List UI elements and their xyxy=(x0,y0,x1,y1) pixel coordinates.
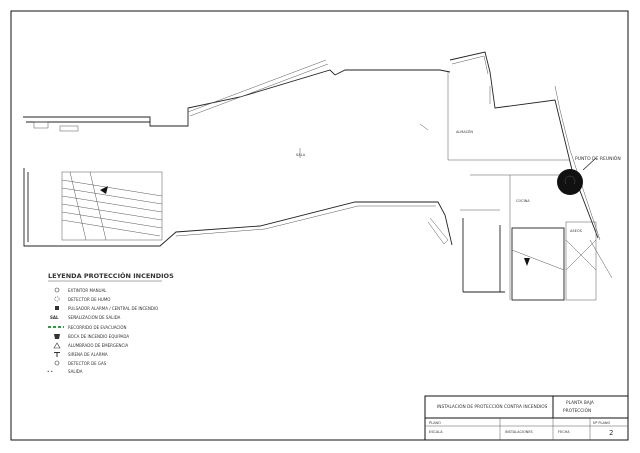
legend-item: BOCA DE INCENDIO EQUIPADA xyxy=(54,334,129,339)
label-escala: ESCALA xyxy=(429,430,443,434)
legend-item: DETECTOR DE HUMO xyxy=(54,296,110,302)
exit-arrow-icon xyxy=(100,186,108,194)
legend-label: SIRENA DE ALARMA xyxy=(68,352,108,357)
legend-label: SALIDA xyxy=(68,369,83,374)
legend-label: PULSADOR ALARMA / CENTRAL DE INCENDIO xyxy=(68,306,158,311)
siren-icon xyxy=(54,352,60,357)
gas-detector-icon xyxy=(54,360,60,366)
room-label-almacen: ALMACÉN xyxy=(456,129,473,134)
hydrant-icon xyxy=(54,334,60,339)
legend-label: SEÑALIZACIÓN DE SALIDA xyxy=(68,315,121,320)
legend-item: ALUMBRADO DE EMERGENCIA xyxy=(53,342,128,349)
legend-label: BOCA DE INCENDIO EQUIPADA xyxy=(68,334,129,339)
legend-item: DETECTOR DE GAS xyxy=(54,360,107,366)
label-num-plano: Nº PLANO xyxy=(593,421,611,425)
meeting-point-marker xyxy=(557,169,583,195)
plan-name: PLANTA BAJA xyxy=(566,400,594,406)
legend-label: DETECTOR DE HUMO xyxy=(68,297,110,302)
legend-item: RECORRIDO DE EVACUACIÓN xyxy=(48,325,127,330)
legend-label: RECORRIDO DE EVACUACIÓN xyxy=(68,325,127,330)
cell-instalaciones: INSTALACIONES xyxy=(505,430,534,434)
legend: LEYENDA PROTECCIÓN INCENDIOS EXTINTOR MA… xyxy=(47,271,174,374)
title-block: INSTALACIÓN DE PROTECCIÓN CONTRA INCENDI… xyxy=(424,395,629,441)
exit-sign-icon: SAL xyxy=(50,315,59,320)
project-title: INSTALACIÓN DE PROTECCIÓN CONTRA INCENDI… xyxy=(437,403,548,410)
meeting-point-callout: PUNTO DE REUNIÓN xyxy=(575,155,621,162)
label-plano: PLANO xyxy=(429,421,441,425)
legend-label: ALUMBRADO DE EMERGENCIA xyxy=(68,343,128,348)
cell-fecha: FECHA xyxy=(558,430,570,434)
sheet-frame xyxy=(10,10,629,441)
evacuation-arrow-icon xyxy=(524,258,530,266)
extinguisher-icon xyxy=(54,287,60,293)
sheet-number: 2 xyxy=(609,429,613,437)
legend-item: SIRENA DE ALARMA xyxy=(54,352,108,357)
legend-label: DETECTOR DE GAS xyxy=(68,361,107,366)
plan-subtitle: PROTECCIÓN xyxy=(563,407,591,414)
room-label-aseos: ASEOS xyxy=(570,229,583,233)
detector-icon xyxy=(54,296,60,302)
legend-item: SAL SEÑALIZACIÓN DE SALIDA xyxy=(50,315,121,320)
push-button-icon xyxy=(55,306,59,310)
stair-hatch xyxy=(61,171,163,241)
legend-item: PULSADOR ALARMA / CENTRAL DE INCENDIO xyxy=(55,306,158,311)
legend-item: • • SALIDA xyxy=(47,369,83,374)
room-label-sala: SALA xyxy=(296,153,306,157)
emergency-light-icon xyxy=(53,342,61,349)
room-label-cocina: COCINA xyxy=(516,199,530,203)
exit-icon: • • xyxy=(47,369,53,374)
legend-item: EXTINTOR MANUAL xyxy=(54,287,107,293)
legend-label: EXTINTOR MANUAL xyxy=(68,288,107,293)
legend-title: LEYENDA PROTECCIÓN INCENDIOS xyxy=(48,271,174,280)
building-walls xyxy=(23,51,613,301)
